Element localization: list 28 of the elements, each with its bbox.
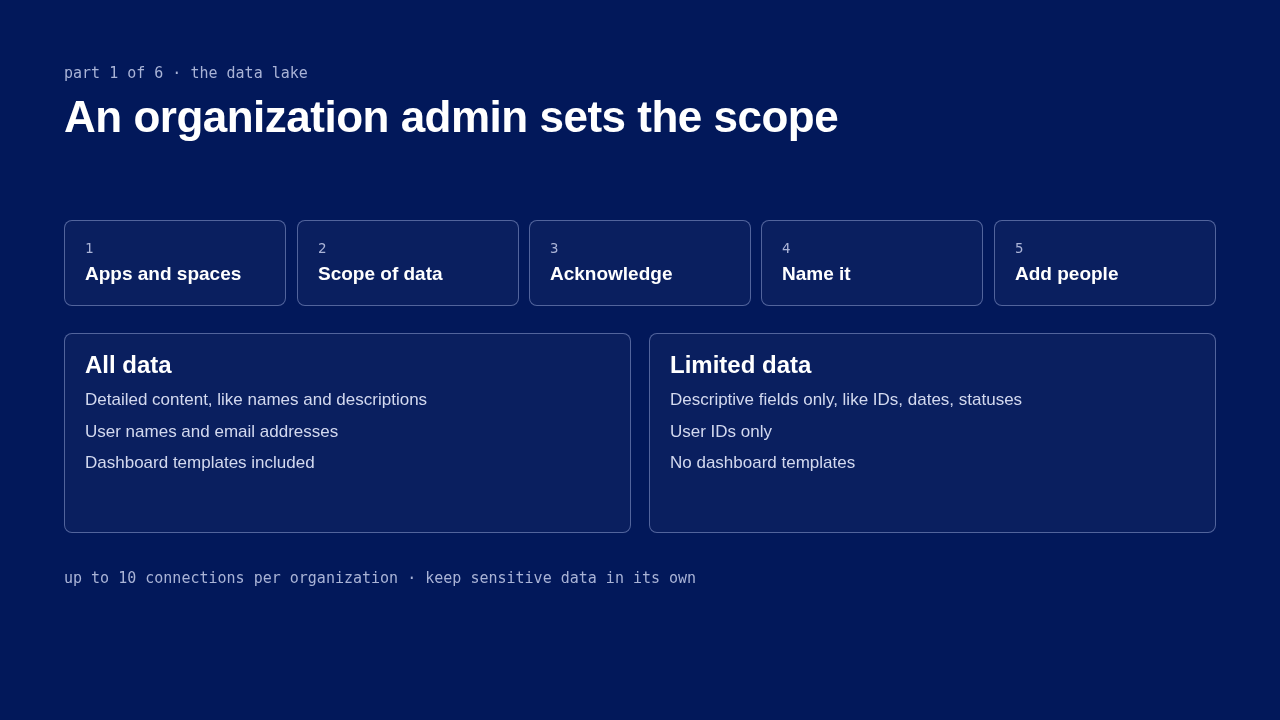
- option-card: [649, 333, 1216, 533]
- step-card: [297, 220, 519, 306]
- step-number: 2: [318, 240, 327, 256]
- step-card: [64, 220, 286, 306]
- step-number: 5: [1015, 240, 1024, 256]
- card-text: User names and email addresses: [85, 421, 339, 442]
- card-heading: All data: [85, 351, 172, 379]
- step-label: Scope of data: [318, 263, 443, 285]
- step-card: [994, 220, 1216, 306]
- card-heading: Limited data: [670, 351, 812, 379]
- card-text: No dashboard templates: [670, 453, 856, 473]
- option-card: [64, 333, 631, 533]
- footnote-text: up to 10 connections per organization · keep sensitive data in its own: [64, 569, 697, 587]
- step-label: Add people: [1015, 263, 1119, 285]
- step-label: Apps and spaces: [85, 263, 242, 285]
- step-card: [761, 220, 983, 306]
- step-number: 1: [85, 240, 94, 256]
- step-number: 4: [782, 240, 791, 256]
- card-text: User IDs only: [670, 421, 773, 442]
- step-label: Name it: [782, 263, 851, 285]
- step-card: [529, 220, 751, 306]
- step-number: 3: [550, 240, 559, 256]
- kicker-text: part 1 of 6 · the data lake: [64, 64, 308, 82]
- slide-title: An organization admin sets the scope: [64, 92, 839, 142]
- step-label: Acknowledge: [550, 263, 673, 285]
- card-text: Dashboard templates included: [85, 453, 315, 473]
- card-text: Descriptive fields only, like IDs, dates, statuses: [670, 390, 1023, 410]
- card-text: Detailed content, like names and descriptions: [85, 390, 428, 410]
